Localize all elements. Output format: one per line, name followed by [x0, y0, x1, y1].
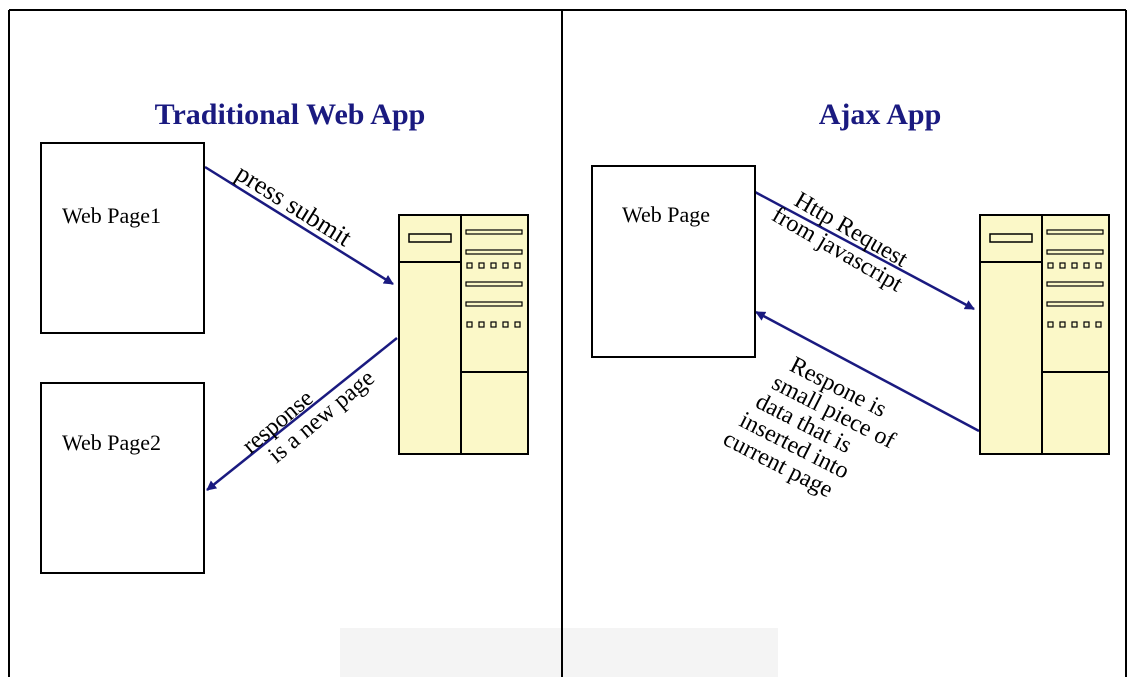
web-page1-label: Web Page1	[62, 203, 162, 228]
arrow-press-submit	[204, 165, 394, 286]
server-icon-left	[398, 214, 529, 455]
web-page2-label: Web Page2	[62, 430, 162, 455]
web-page2-box	[40, 382, 205, 574]
watermark	[340, 628, 778, 677]
web-page1-box	[40, 142, 205, 334]
arrow-response-data	[755, 310, 980, 433]
web-page-label: Web Page	[622, 202, 711, 227]
left-panel-title: Traditional Web App	[154, 98, 426, 131]
server-icon-right	[979, 214, 1110, 455]
arrow-response-new-page	[206, 337, 398, 491]
web-page-box	[591, 165, 756, 358]
arrow-http-request	[754, 190, 975, 311]
right-panel-title: Ajax App	[818, 98, 942, 131]
